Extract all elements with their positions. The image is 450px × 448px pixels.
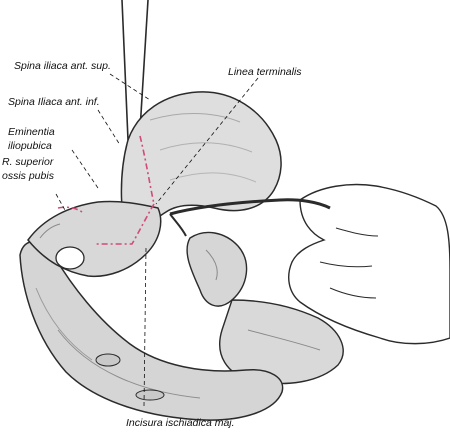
leader-incisura: [143, 247, 147, 407]
label-r-superior-line2: ossis pubis: [2, 170, 54, 182]
label-spina-iliaca-ant-inf: Spina Iliaca ant. inf.: [8, 96, 100, 108]
obturator-opening: [55, 246, 85, 270]
leader-lines: [55, 73, 259, 407]
label-linea-terminalis: Linea terminalis: [228, 66, 302, 78]
pubic-body: [27, 200, 162, 278]
leader-eminentia: [71, 149, 99, 189]
leader-spina-inf: [97, 109, 121, 146]
hand: [288, 183, 450, 345]
leader-linea-terminalis: [155, 77, 259, 205]
dashed-marker: [57, 135, 155, 245]
label-r-superior-line1: R. superior: [2, 156, 54, 168]
retractor-instrument: [169, 198, 331, 237]
leader-r-superior: [55, 193, 67, 213]
right-hip-bone: [186, 231, 344, 385]
pubic-ring: [19, 240, 284, 421]
label-spina-iliaca-ant-sup: Spina iliaca ant. sup.: [14, 60, 111, 72]
instrument-shafts: [121, 0, 149, 141]
leader-spina-sup: [109, 73, 151, 101]
label-eminentia-line2: iliopubica: [8, 140, 52, 152]
label-eminentia-line1: Eminentia: [8, 126, 55, 138]
label-incisura-ischiadica-maj: Incisura ischiadica maj.: [126, 417, 235, 429]
